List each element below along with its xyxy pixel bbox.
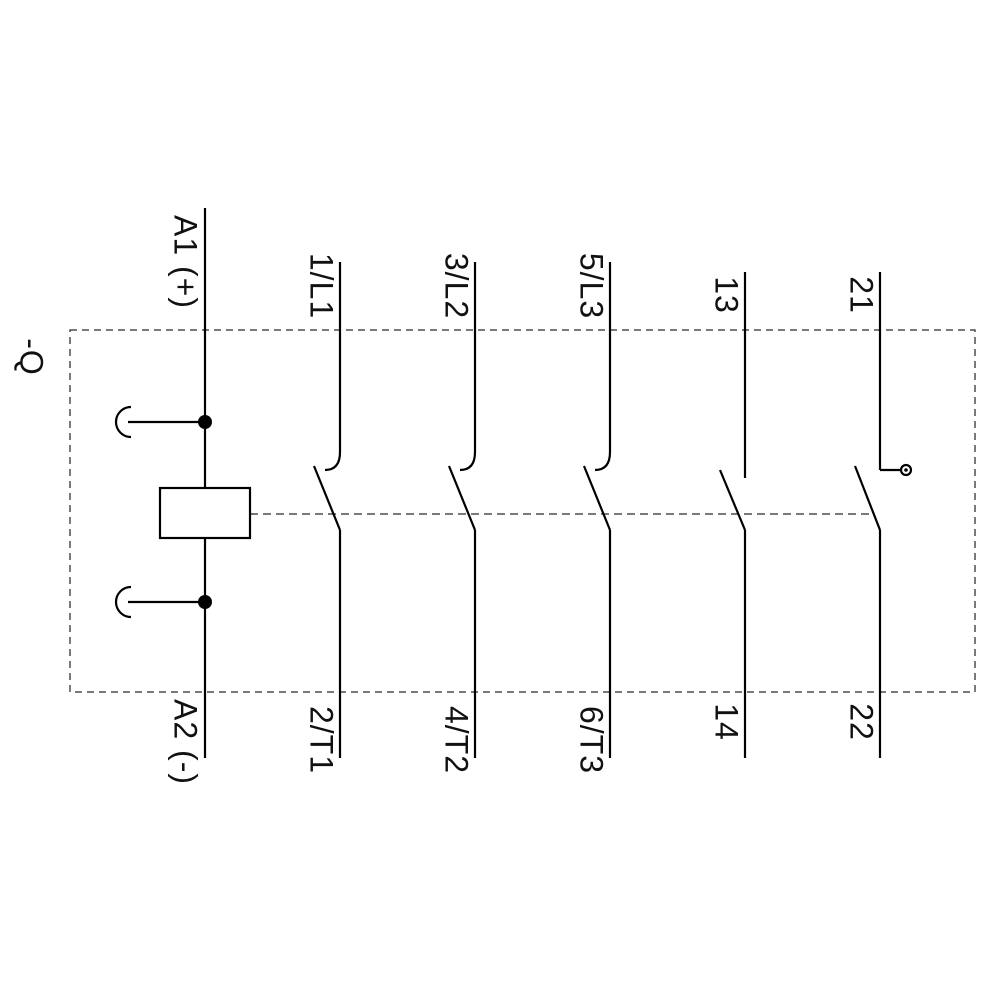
terminal-label-14: 14 xyxy=(708,703,745,741)
aux-contact-no-13-14 xyxy=(718,272,747,758)
main-pole-l2 xyxy=(447,262,477,758)
terminal-label-5l3: 5/L3 xyxy=(573,252,610,320)
terminal-label-1l1: 1/L1 xyxy=(303,252,340,320)
aux-contact-nc-21-22 xyxy=(853,272,913,758)
aux-nc-contact-ring xyxy=(899,463,913,477)
aux-no-moving-contact xyxy=(718,469,747,531)
pole1-fixed-contact-hook xyxy=(324,451,342,472)
device-designation-label: -Q xyxy=(13,338,50,376)
pole3-fixed-contact-hook xyxy=(594,451,612,472)
pole2-fixed-contact-hook xyxy=(459,451,477,472)
junction-dot-a2 xyxy=(198,595,212,609)
terminal-label-21: 21 xyxy=(843,276,880,314)
coil-socket-arc-top xyxy=(114,405,132,439)
pole1-moving-contact xyxy=(312,465,342,531)
aux-nc-contact-dot xyxy=(904,468,908,472)
main-pole-l3 xyxy=(582,262,612,758)
coil-branch xyxy=(114,208,252,758)
aux-nc-moving-contact xyxy=(853,465,882,531)
pole3-moving-contact xyxy=(582,465,612,531)
pole2-moving-contact xyxy=(447,465,477,531)
terminal-label-a1: A1 (+) xyxy=(167,214,204,310)
terminal-label-22: 22 xyxy=(843,703,880,741)
terminal-label-4t2: 4/T2 xyxy=(438,705,475,775)
terminal-label-3l2: 3/L2 xyxy=(438,252,475,320)
terminal-label-6t3: 6/T3 xyxy=(573,705,610,775)
terminal-label-a2: A2 (-) xyxy=(167,699,204,785)
coil-socket-arc-bottom xyxy=(114,585,132,619)
device-boundary-box xyxy=(69,329,976,693)
junction-dot-a1 xyxy=(198,415,212,429)
main-pole-l1 xyxy=(312,262,342,758)
terminal-label-2t1: 2/T1 xyxy=(303,705,340,775)
coil-symbol xyxy=(158,486,252,540)
terminal-label-13: 13 xyxy=(708,276,745,314)
